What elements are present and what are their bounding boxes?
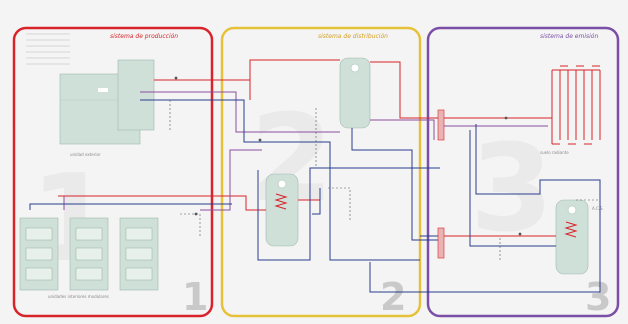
- zone-distribucion-title: sistema de distribución: [318, 33, 388, 40]
- dhw-tank-emission: [555, 199, 589, 275]
- indoor-units-label: unidades interiores modulares: [48, 294, 109, 299]
- zone-emision-title: sistema de emisión: [540, 33, 598, 40]
- outdoor-unit-label: unidad exterior: [70, 152, 101, 157]
- svg-text:3: 3: [470, 120, 554, 259]
- zone-produccion-frame: [12, 26, 214, 318]
- mixed-pipes: [63, 91, 548, 211]
- buffer-tank: [339, 57, 371, 129]
- zone-distribucion-number: 2: [380, 275, 406, 319]
- underfloor-heating-coil: [551, 65, 601, 145]
- legend-block: [26, 33, 70, 65]
- valves: [174, 76, 522, 236]
- zone-produccion-number: 1: [182, 275, 208, 319]
- manifold-lower: [437, 227, 445, 259]
- zone-emision-frame: [426, 26, 620, 318]
- hot-pipes: [58, 59, 556, 237]
- control-lines: [169, 100, 600, 260]
- acs-label: A.C.S.: [592, 206, 604, 211]
- manifold-upper: [437, 109, 445, 141]
- zone-emision-number: 3: [585, 275, 611, 319]
- indoor-units: [19, 217, 159, 291]
- outdoor-unit: [59, 59, 155, 145]
- cold-pipes: [29, 99, 601, 293]
- dhw-tank-distribution: [265, 173, 299, 247]
- zone-produccion-title: sistema de producción: [110, 33, 178, 40]
- underfloor-label: suelo radiante: [540, 150, 569, 155]
- zone-distribucion-frame: [220, 26, 422, 318]
